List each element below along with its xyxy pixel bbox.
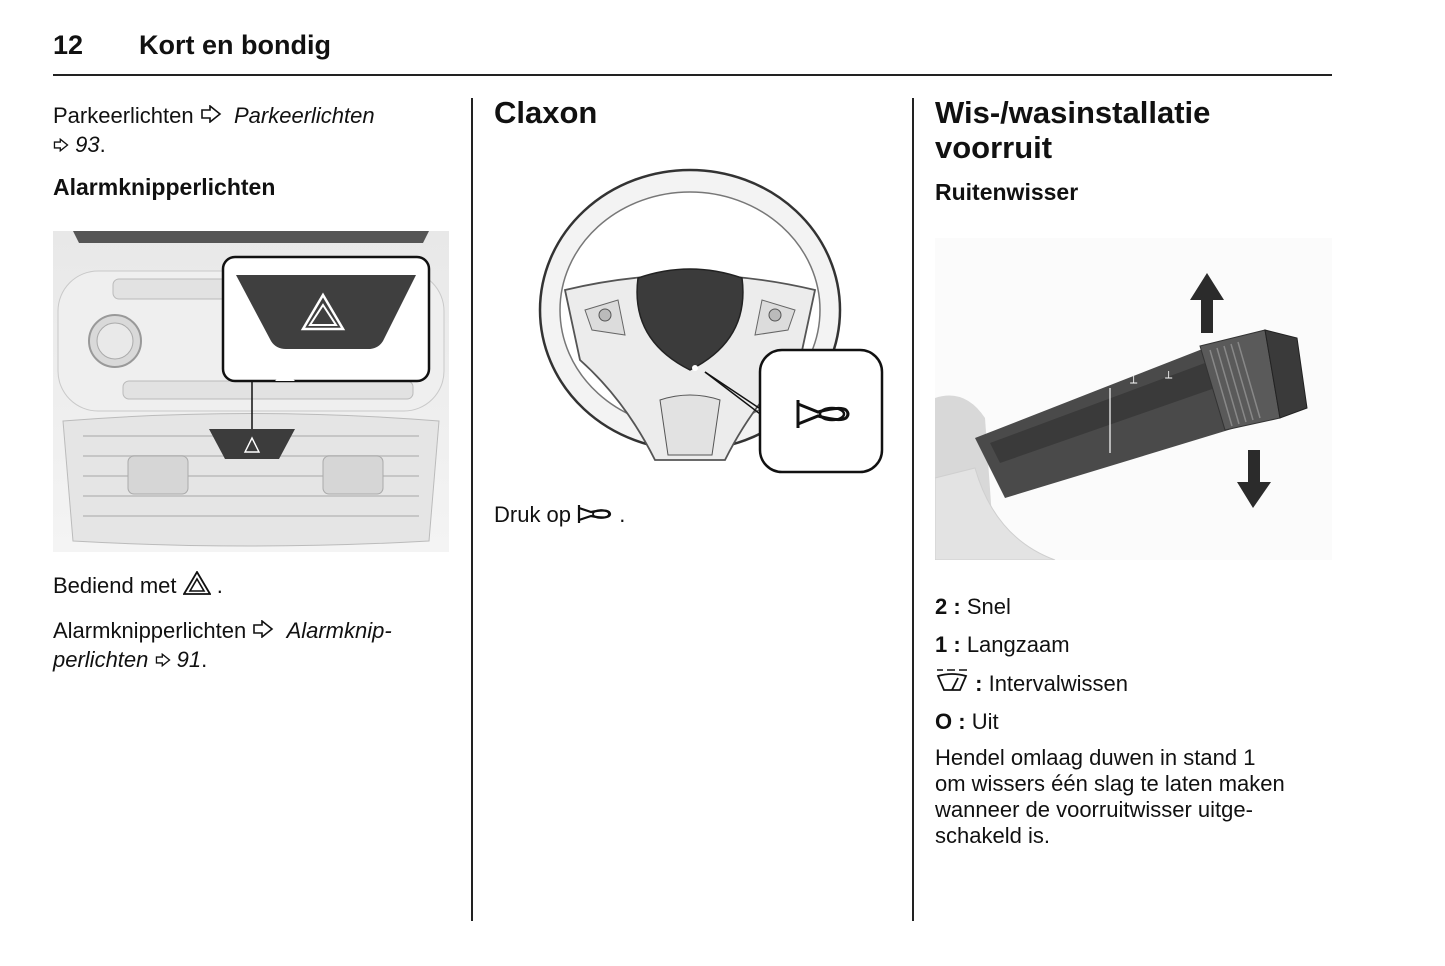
item-key: 1 : <box>935 632 961 657</box>
item-text: Intervalwissen <box>988 671 1128 696</box>
item-key: : <box>975 671 983 696</box>
reference-arrow-icon <box>200 101 222 130</box>
column-divider <box>471 98 473 921</box>
list-item: : Intervalwissen <box>935 668 1345 698</box>
paragraph-line: schakeld is. <box>935 823 1050 848</box>
wiper-heading-line2: voorruit <box>935 130 1053 165</box>
wiper-heading-line1: Wis-/wasinstallatie <box>935 95 1211 130</box>
horn-icon <box>796 400 850 428</box>
steering-wheel-figure <box>500 160 890 480</box>
reference-arrow-icon <box>252 616 274 645</box>
item-text: Langzaam <box>966 632 1070 657</box>
wiper-items: 2 : Snel 1 : Langzaam : Intervalwissen O… <box>935 592 1345 849</box>
hazard-reference: Alarmknipperlichten Alarmknip- perlichte… <box>53 616 392 674</box>
hazard-ref-title[interactable]: Alarmknip- <box>286 618 392 643</box>
parking-ref-title[interactable]: Parkeerlichten <box>234 103 375 128</box>
reference-arrow-icon <box>155 645 171 674</box>
item-text: Uit <box>971 709 999 734</box>
column-middle-lower: Druk op . <box>494 500 894 529</box>
svg-text:⟂: ⟂ <box>1165 369 1173 381</box>
paragraph-line: wanneer de voorruitwisser uitge- <box>935 797 1253 822</box>
column-left: Parkeerlichten Parkeerlichten 93. Alarmk… <box>53 101 453 201</box>
column-right: Wis-/wasinstallatie voorruit Ruitenwisse… <box>935 95 1335 206</box>
parking-reference: Parkeerlichten Parkeerlichten 93. <box>53 101 375 159</box>
press-label: Druk op <box>494 502 572 527</box>
paragraph-line: Hendel omlaag duwen in stand 1 <box>935 745 1256 770</box>
list-item: 2 : Snel <box>935 592 1345 621</box>
operated-with-label: Bediend met <box>53 573 177 598</box>
hazard-ref-title-cont[interactable]: perlichten <box>53 647 149 672</box>
list-item: 1 : Langzaam <box>935 630 1345 659</box>
item-key: O : <box>935 709 966 734</box>
item-text: Snel <box>966 594 1011 619</box>
header-rule <box>53 74 1332 76</box>
parking-ref-page[interactable]: 93 <box>75 132 100 157</box>
wiper-paragraph: Hendel omlaag duwen in stand 1 om wisser… <box>935 745 1345 849</box>
item-key: 2 : <box>935 594 961 619</box>
horn-icon <box>577 502 619 527</box>
column-left-lower: Bediend met . Alarmknipperlichten Alarmk… <box>53 570 453 674</box>
page-title: Kort en bondig <box>139 30 331 60</box>
svg-text:⟂: ⟂ <box>1130 374 1138 386</box>
hazard-label: Alarmknipperlichten <box>53 618 247 643</box>
list-item: O : Uit <box>935 707 1345 736</box>
hazard-ref-page[interactable]: 91 <box>176 647 202 672</box>
column-middle: Claxon <box>494 95 894 130</box>
column-divider <box>912 98 914 921</box>
wiper-subheading: Ruitenwisser <box>935 179 1079 205</box>
wiper-lever-figure: ⟂ ⟂ <box>934 238 1332 561</box>
reference-arrow-icon <box>53 130 69 159</box>
wiper-heading: Wis-/wasinstallatie voorruit <box>935 95 1335 165</box>
interval-wiper-icon <box>935 669 975 696</box>
parking-label: Parkeerlichten <box>53 103 194 128</box>
operated-with-text: Bediend met . <box>53 570 223 598</box>
press-horn-text: Druk op . <box>494 502 626 527</box>
page-number: 12 <box>53 30 84 60</box>
claxon-heading: Claxon <box>494 95 598 130</box>
hazard-warning-icon <box>182 570 217 598</box>
hazard-switch-figure <box>53 231 449 552</box>
paragraph-line: om wissers één slag te laten maken <box>935 771 1285 796</box>
hazard-heading: Alarmknipperlichten <box>53 174 276 200</box>
